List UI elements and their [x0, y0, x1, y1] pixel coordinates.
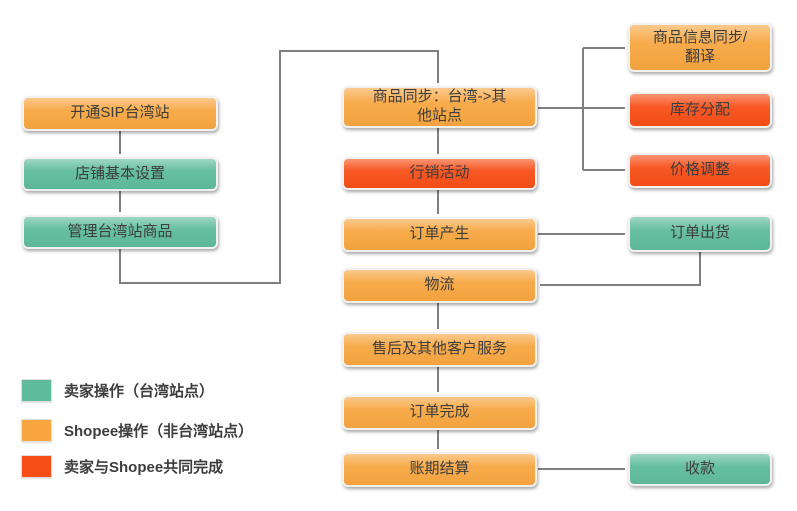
node-label: 订单完成	[409, 403, 470, 421]
node-logistics: 物流	[342, 268, 537, 303]
node-order-completed: 订单完成	[342, 395, 537, 430]
node-label: 开通SIP台湾站	[70, 104, 170, 122]
node-label: 售后及其他客户服务	[371, 340, 507, 358]
legend-swatch-shopee	[21, 418, 52, 442]
node-order-shipment: 订单出货	[628, 215, 772, 252]
legend-label-seller: 卖家操作（台湾站点）	[64, 382, 215, 400]
node-settlement: 账期结算	[342, 452, 537, 487]
node-open-sip-taiwan: 开通SIP台湾站	[22, 96, 218, 131]
node-stock-allocation: 库存分配	[628, 92, 772, 128]
node-label: 订单出货	[669, 224, 730, 242]
node-after-sales-service: 售后及其他客户服务	[342, 332, 537, 367]
connector-shipment-to-logistics	[540, 252, 701, 286]
node-label: 账期结算	[409, 460, 470, 478]
connector-sync-branch-trunk	[538, 48, 584, 170]
node-product-sync: 商品同步：台湾->其 他站点	[342, 86, 537, 128]
node-marketing-activities: 行销活动	[342, 157, 537, 190]
node-label: 价格调整	[669, 161, 730, 179]
node-price-adjustment: 价格调整	[628, 153, 772, 188]
node-label: 库存分配	[669, 100, 730, 118]
legend-item-both: 卖家与Shopee共同完成	[21, 454, 223, 478]
node-shop-basic-setup: 店铺基本设置	[22, 157, 218, 191]
legend-label-both: 卖家与Shopee共同完成	[64, 458, 224, 476]
node-info-sync-translate: 商品信息同步/ 翻译	[628, 23, 772, 72]
legend-label-shopee: Shopee操作（非台湾站点）	[64, 422, 254, 440]
node-order-created: 订单产生	[342, 217, 537, 252]
connector-manage-to-sync	[119, 50, 439, 284]
node-manage-taiwan-products: 管理台湾站商品	[22, 215, 218, 249]
legend-item-shopee: Shopee操作（非台湾站点）	[21, 418, 253, 442]
node-label: 商品同步：台湾->其 他站点	[372, 88, 507, 124]
node-label: 收款	[684, 459, 715, 477]
node-label: 商品信息同步/ 翻译	[652, 28, 748, 65]
node-label: 物流	[424, 276, 455, 294]
legend-item-seller: 卖家操作（台湾站点）	[21, 378, 214, 402]
node-receive-payment: 收款	[628, 452, 772, 486]
node-label: 订单产生	[409, 225, 470, 243]
node-label: 店铺基本设置	[74, 164, 165, 182]
node-label: 行销活动	[409, 164, 470, 182]
legend-swatch-seller	[21, 378, 52, 402]
node-label: 管理台湾站商品	[67, 222, 173, 240]
legend-swatch-both	[21, 454, 52, 478]
